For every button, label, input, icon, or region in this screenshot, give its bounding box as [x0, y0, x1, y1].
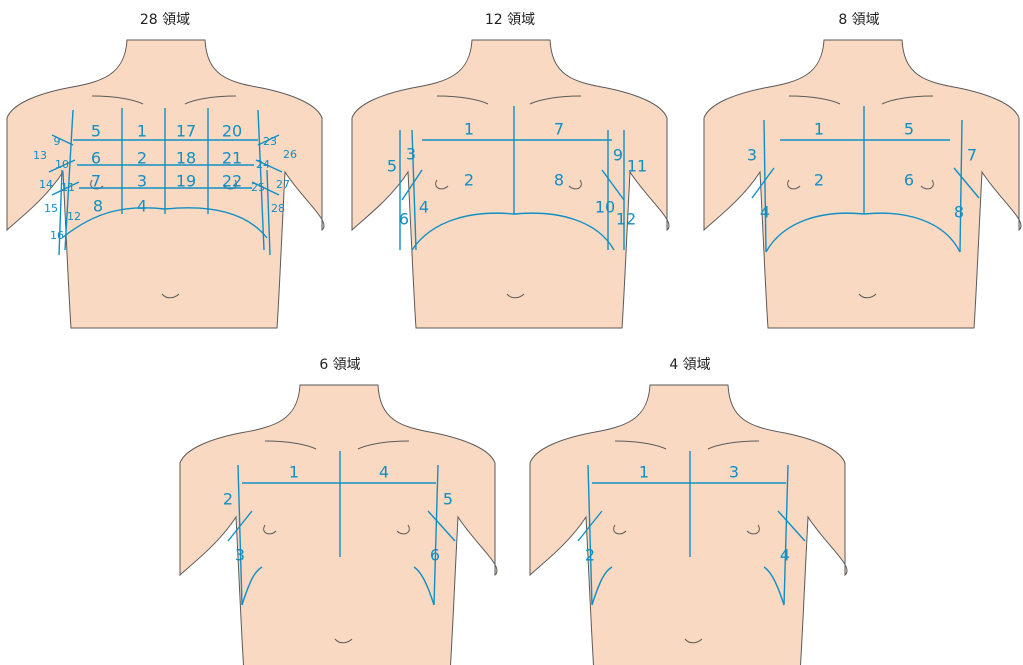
- region-label: 17: [176, 122, 196, 141]
- region-label: 1: [639, 463, 649, 482]
- region-label: 2: [464, 171, 474, 190]
- region-label: 9: [54, 135, 61, 148]
- region-label: 1: [137, 122, 147, 141]
- region-label: 7: [554, 120, 564, 139]
- region-label: 14: [39, 178, 53, 191]
- region-label: 27: [276, 178, 290, 191]
- region-label: 3: [137, 172, 147, 191]
- region-label: 1: [814, 120, 824, 139]
- region-label: 4: [379, 463, 389, 482]
- torso-diagram: 5 1 17 20 6 2 18 21 7 3 19 22 8 4 9 10 11 12 13 14 15 16 23 24 2…: [0, 0, 330, 330]
- region-label: 8: [93, 197, 103, 216]
- region-label: 6: [91, 149, 101, 168]
- region-label: 10: [595, 198, 615, 217]
- region-label: 3: [406, 145, 416, 164]
- region-label: 9: [613, 146, 623, 165]
- region-label: 2: [137, 149, 147, 168]
- region-label: 4: [780, 546, 790, 565]
- region-label: 19: [176, 172, 196, 191]
- region-label: 4: [137, 197, 147, 216]
- region-label: 25: [251, 181, 265, 194]
- region-label: 3: [729, 463, 739, 482]
- region-label: 2: [223, 490, 233, 509]
- region-label: 6: [399, 210, 409, 229]
- region-label: 3: [235, 546, 245, 565]
- region-label: 20: [222, 122, 242, 141]
- region-label: 8: [954, 203, 964, 222]
- region-label: 26: [283, 148, 297, 161]
- region-label: 7: [967, 146, 977, 165]
- region-label: 3: [747, 146, 757, 165]
- region-label: 5: [387, 157, 397, 176]
- torso-diagram: 1 4 2 3 5 6: [175, 345, 505, 665]
- region-label: 8: [554, 171, 564, 190]
- region-label: 21: [222, 149, 242, 168]
- region-label: 7: [91, 172, 101, 191]
- region-label: 5: [443, 490, 453, 509]
- region-label: 2: [814, 171, 824, 190]
- region-label: 10: [55, 158, 69, 171]
- region-label: 1: [289, 463, 299, 482]
- region-label: 24: [256, 158, 270, 171]
- region-label: 11: [61, 181, 75, 194]
- region-label: 5: [91, 122, 101, 141]
- region-label: 5: [904, 120, 914, 139]
- torso-diagram: 1 5 2 6 3 4 7 8: [695, 0, 1023, 330]
- region-label: 4: [419, 198, 429, 217]
- region-label: 28: [271, 202, 285, 215]
- region-label: 16: [50, 229, 64, 242]
- region-label: 18: [176, 149, 196, 168]
- region-label: 13: [33, 149, 47, 162]
- region-label: 4: [760, 203, 770, 222]
- region-label: 15: [44, 202, 58, 215]
- region-label: 23: [263, 135, 277, 148]
- region-label: 2: [585, 546, 595, 565]
- region-label: 11: [627, 157, 647, 176]
- region-label: 6: [430, 546, 440, 565]
- region-label: 12: [616, 210, 636, 229]
- region-label: 1: [464, 120, 474, 139]
- region-label: 22: [222, 172, 242, 191]
- region-label: 6: [904, 171, 914, 190]
- torso-diagram: 1 3 2 4: [525, 345, 855, 665]
- region-label: 12: [67, 210, 81, 223]
